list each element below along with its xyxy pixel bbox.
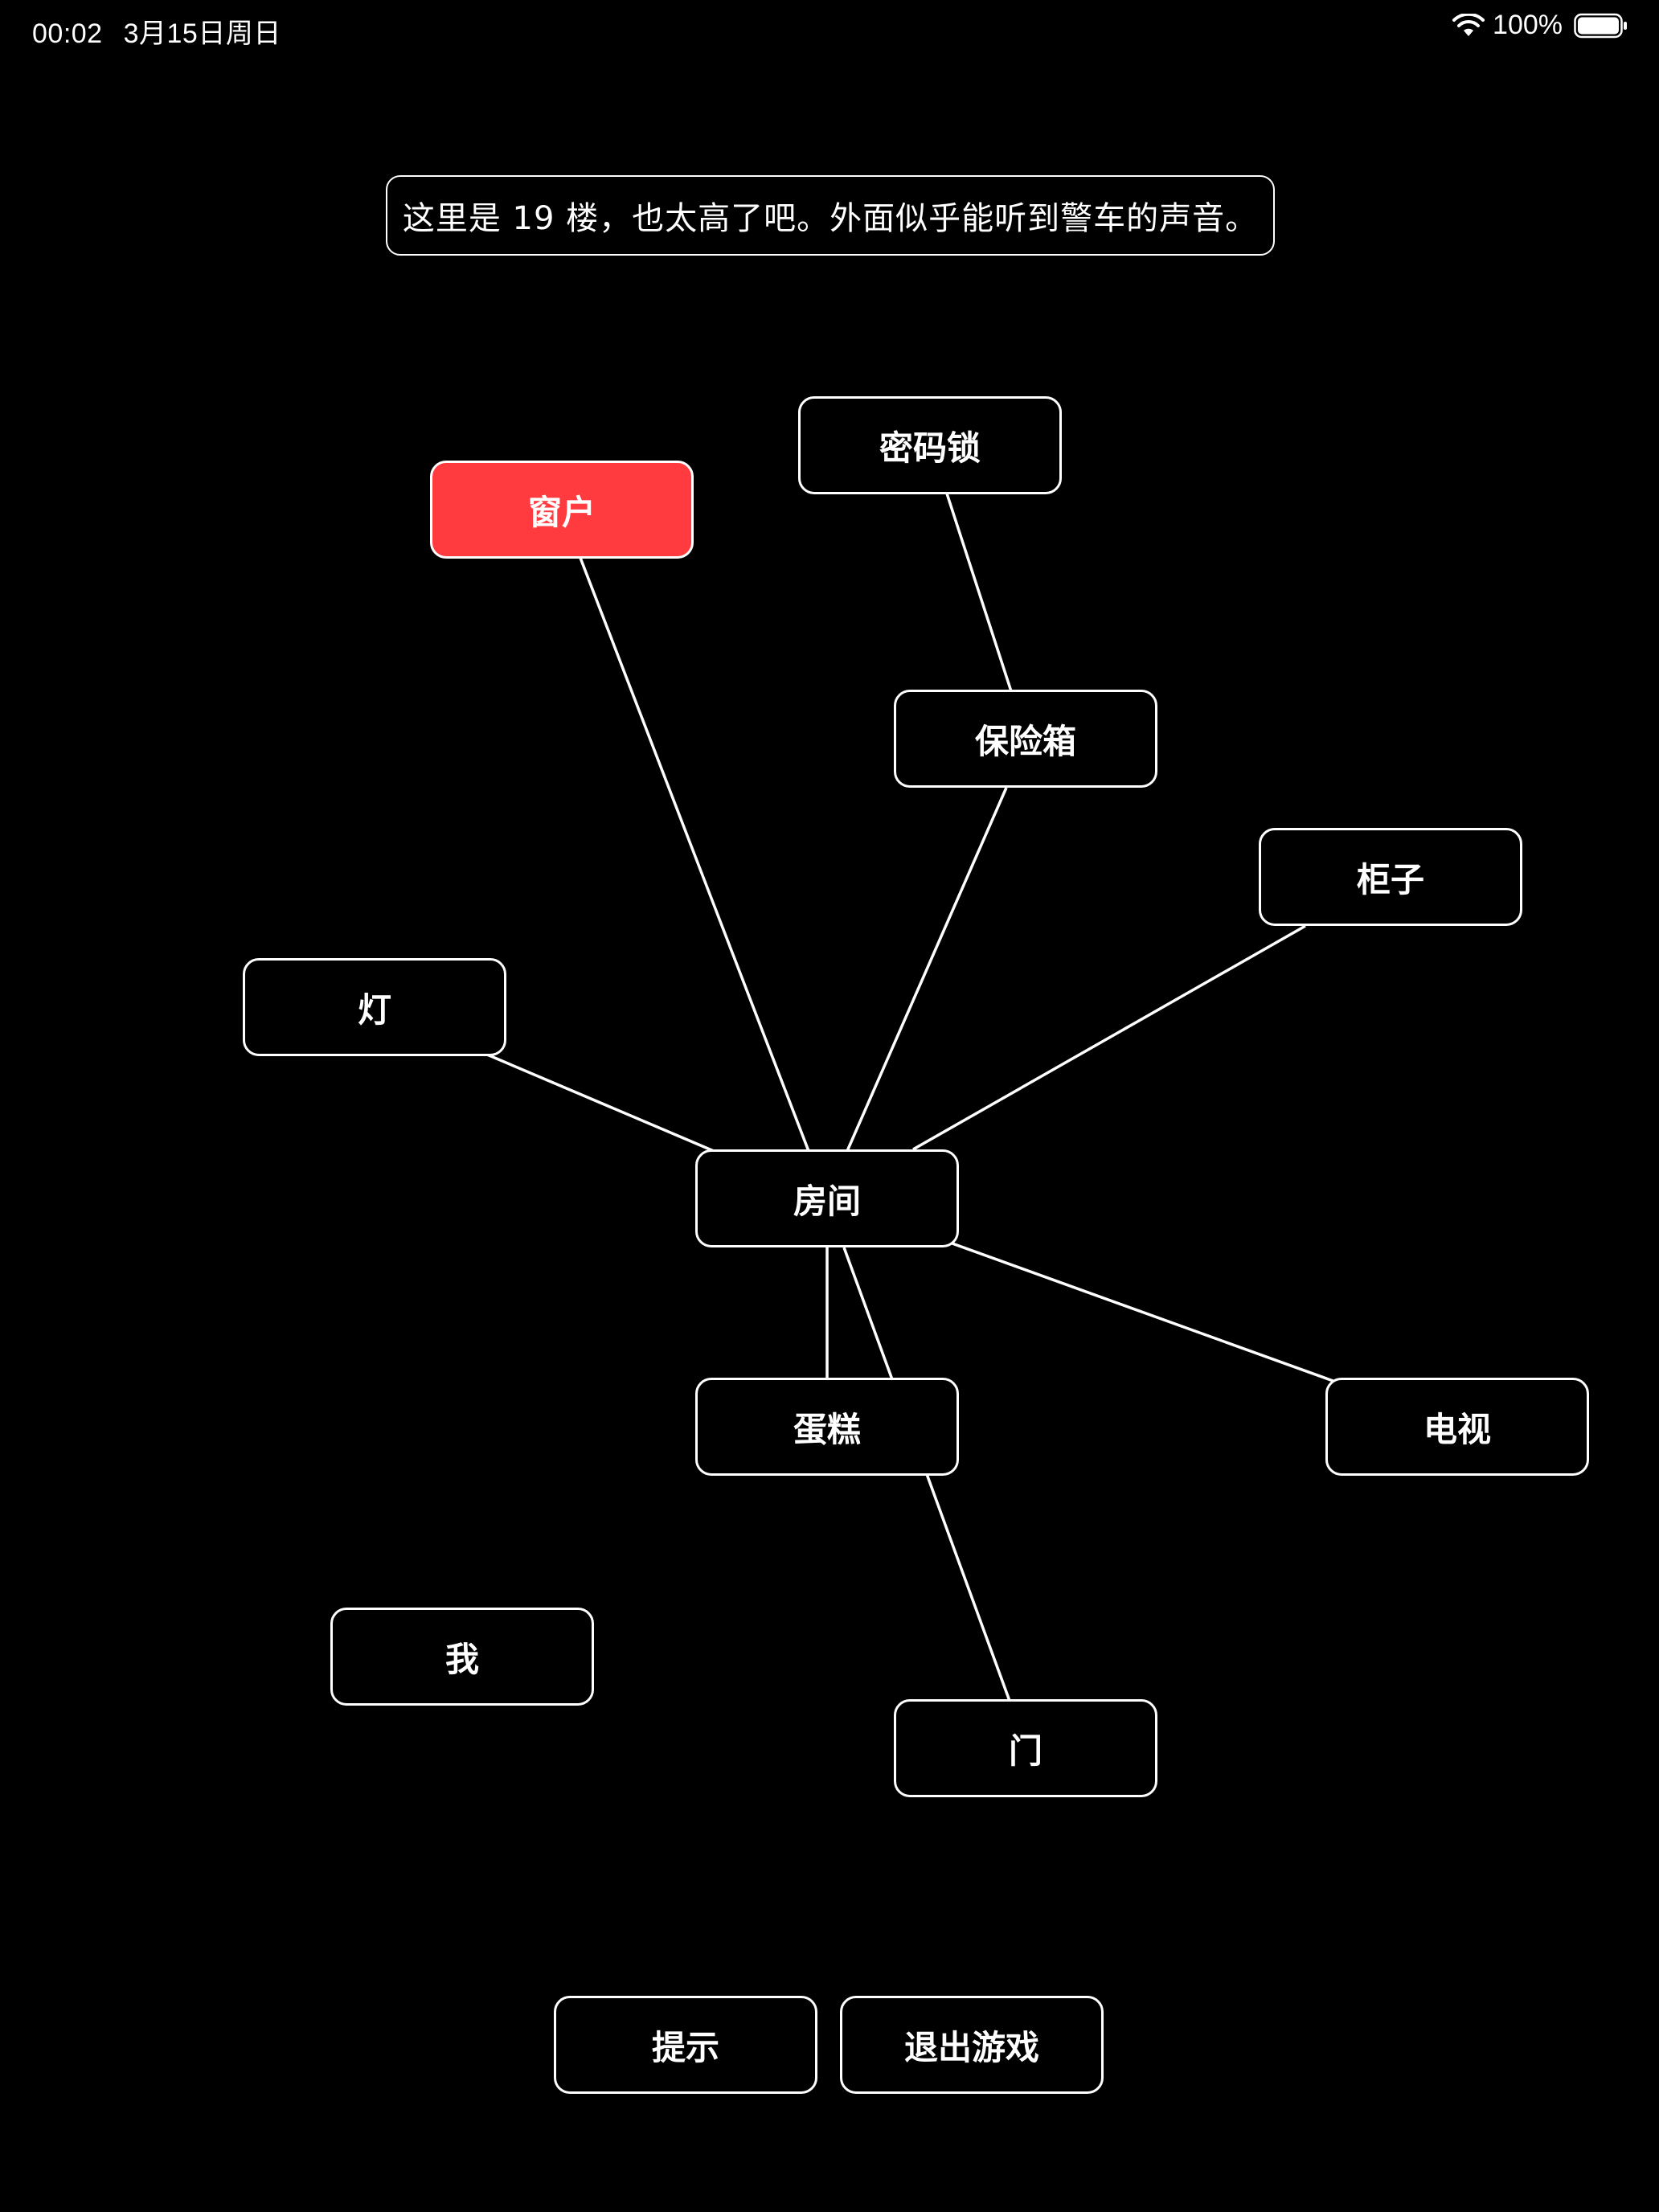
node-me[interactable]: 我 (330, 1608, 594, 1706)
edge-safe-room (846, 787, 1008, 1152)
node-door[interactable]: 门 (894, 1699, 1157, 1797)
edge-lamp-room (486, 1053, 715, 1153)
battery-icon (1574, 13, 1627, 38)
edge-cabinet-room (912, 924, 1306, 1151)
status-left: 00:02 3月15日周日 (32, 11, 302, 51)
message-text: 这里是 19 楼，也太高了吧。外面似乎能听到警车的声音。 (402, 200, 1259, 237)
hint-button[interactable]: 提示 (554, 1996, 817, 2094)
quit-game-button[interactable]: 退出游戏 (840, 1996, 1104, 2094)
node-safe-label: 保险箱 (974, 721, 1076, 761)
quit-game-button-label: 退出游戏 (903, 2027, 1039, 2067)
node-cabinet[interactable]: 柜子 (1259, 828, 1522, 926)
node-window[interactable]: 窗户 (430, 461, 694, 559)
status-time: 00:02 (32, 18, 103, 49)
node-tv[interactable]: 电视 (1325, 1378, 1589, 1476)
status-bar: 00:02 3月15日周日 100% (0, 0, 1659, 64)
edge-window-room (579, 557, 810, 1152)
node-lock[interactable]: 密码锁 (798, 396, 1062, 494)
node-room-label: 房间 (793, 1181, 861, 1221)
node-safe[interactable]: 保险箱 (894, 690, 1157, 788)
battery-percent: 100% (1493, 10, 1563, 40)
status-right: 100% (1452, 10, 1628, 41)
wifi-icon (1452, 13, 1485, 36)
node-door-label: 门 (1008, 1731, 1043, 1771)
node-tv-label: 电视 (1423, 1409, 1491, 1449)
node-lock-label: 密码锁 (879, 428, 981, 468)
node-cake[interactable]: 蛋糕 (695, 1378, 959, 1476)
node-lamp-label: 灯 (357, 989, 391, 1030)
edge-lock-safe (945, 493, 1013, 692)
node-cabinet-label: 柜子 (1356, 859, 1424, 899)
edge-room-tv (949, 1241, 1338, 1384)
node-lamp[interactable]: 灯 (243, 958, 506, 1056)
status-date: 3月15日周日 (123, 18, 281, 49)
node-cake-label: 蛋糕 (793, 1409, 861, 1449)
message-box: 这里是 19 楼，也太高了吧。外面似乎能听到警车的声音。 (386, 175, 1275, 256)
node-window-label: 窗户 (527, 492, 596, 532)
node-me-label: 我 (444, 1639, 479, 1679)
node-room[interactable]: 房间 (695, 1149, 959, 1247)
hint-button-label: 提示 (651, 2027, 719, 2067)
